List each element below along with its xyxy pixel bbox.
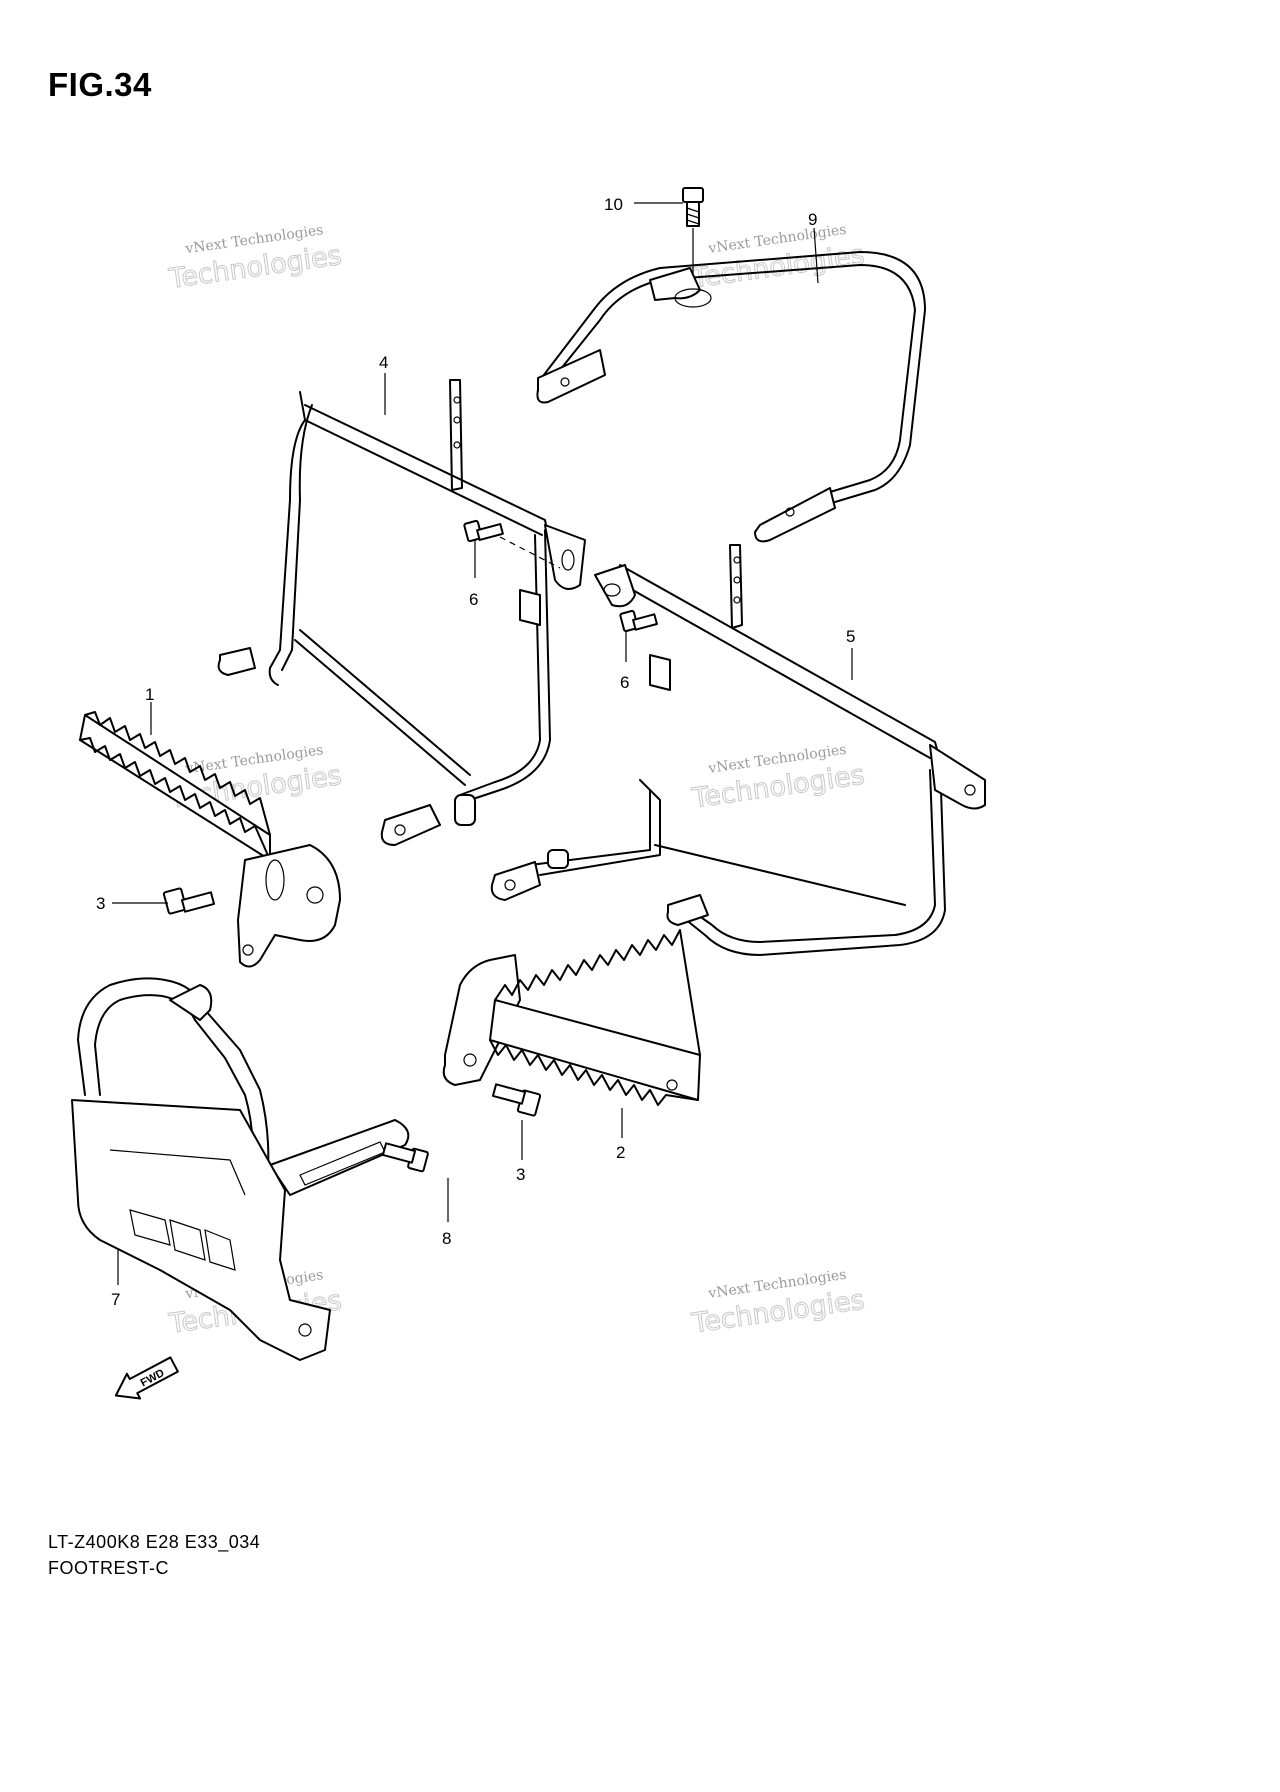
part-10-bolt	[682, 187, 704, 290]
callout-3-left: 3	[96, 894, 105, 913]
part-5-right-frame	[490, 544, 986, 956]
figure-title: FIG.34	[48, 66, 152, 103]
callout-3-right: 3	[516, 1165, 525, 1184]
callout-6-left: 6	[469, 590, 478, 609]
watermark-bottom-right: vNext Technologies Technologies	[689, 1267, 867, 1340]
part-9-grab-bar	[536, 251, 926, 543]
leader-lines	[112, 202, 853, 1285]
part-1-left-footpeg	[79, 711, 341, 968]
callout-7: 7	[111, 1290, 120, 1309]
watermark-mid-right: vNext Technologies Technologies	[689, 742, 867, 815]
part-7-heel-guard	[71, 977, 410, 1361]
part-3-bolt-right	[491, 1083, 542, 1117]
callout-4: 4	[379, 353, 388, 372]
section-name: FOOTREST-C	[48, 1558, 169, 1578]
watermark-top-left: vNext Technologies Technologies	[166, 222, 344, 295]
watermark-top-right: vNext Technologies Technologies	[689, 222, 867, 295]
callout-6-right: 6	[620, 673, 629, 692]
callout-5: 5	[846, 627, 855, 646]
part-8-bolt	[381, 1142, 429, 1173]
part-2-right-footpeg	[442, 929, 701, 1106]
callout-10: 10	[604, 195, 623, 214]
part-3-bolt-left	[162, 887, 216, 915]
part-6-bolt-right	[619, 609, 658, 633]
fwd-direction-arrow: FWD	[114, 1356, 179, 1400]
model-code: LT-Z400K8 E28 E33_034	[48, 1532, 261, 1552]
callout-8: 8	[442, 1229, 451, 1248]
part-6-bolt-left	[463, 519, 561, 569]
callout-2: 2	[616, 1143, 625, 1162]
callout-1: 1	[145, 685, 154, 704]
part-4-left-frame	[217, 379, 586, 846]
callout-labels: 10 9 4 5 6 6 1 3 2 3 8 7	[96, 195, 855, 1309]
callout-9: 9	[808, 210, 817, 229]
